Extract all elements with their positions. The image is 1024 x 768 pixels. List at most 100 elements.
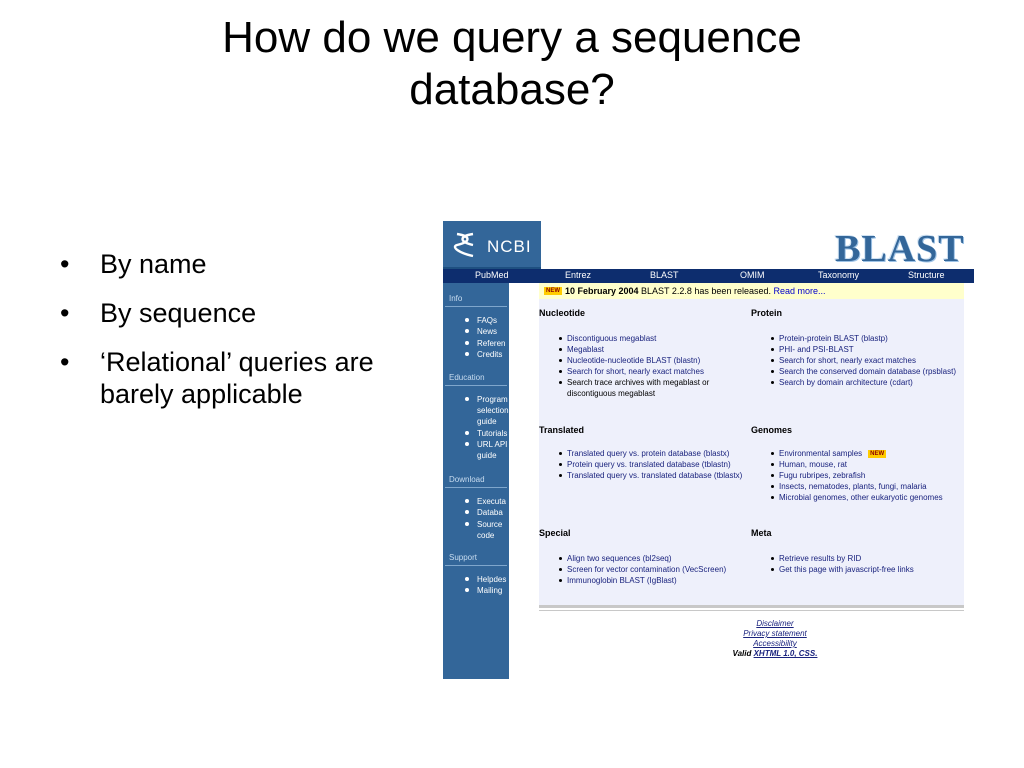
link-vecscreen[interactable]: Screen for vector contamination (VecScre… bbox=[539, 564, 749, 575]
link-short-exact-nucleotide[interactable]: Search for short, nearly exact matches bbox=[539, 366, 744, 377]
news-date: 10 February 2004 bbox=[565, 286, 639, 296]
link-trace-archives[interactable]: Search trace archives with megablast or … bbox=[539, 377, 744, 399]
bullet-icon bbox=[465, 588, 469, 592]
link-retrieve-rid[interactable]: Retrieve results by RID bbox=[751, 553, 961, 564]
link-tblastx[interactable]: Translated query vs. translated database… bbox=[539, 470, 749, 481]
section-title-protein: Protein bbox=[751, 308, 783, 318]
nav-taxonomy[interactable]: Taxonomy bbox=[818, 270, 860, 280]
read-more-link[interactable]: Read more... bbox=[773, 286, 826, 296]
link-human-mouse-rat[interactable]: Human, mouse, rat bbox=[751, 459, 966, 470]
nav-blast[interactable]: BLAST bbox=[650, 270, 679, 280]
slide-title-line-2: database? bbox=[409, 65, 615, 114]
link-microbial-genomes[interactable]: Microbial genomes, other eukaryotic geno… bbox=[751, 492, 966, 503]
valid-prefix: Valid bbox=[732, 649, 754, 658]
bullet-icon bbox=[465, 510, 469, 514]
sidebar bbox=[443, 221, 509, 679]
sidebar-item-faqs[interactable]: FAQs bbox=[477, 316, 498, 325]
link-tblastn[interactable]: Protein query vs. translated database (t… bbox=[539, 459, 749, 470]
section-title-meta: Meta bbox=[751, 528, 772, 538]
link-insects-nematodes[interactable]: Insects, nematodes, plants, fungi, malar… bbox=[751, 481, 966, 492]
divider bbox=[445, 487, 507, 488]
ncbi-logo[interactable]: NCBI bbox=[443, 221, 541, 269]
sidebar-item-databases[interactable]: Databa bbox=[477, 508, 503, 517]
sidebar-heading-education: Education bbox=[449, 373, 485, 382]
section-title-nucleotide: Nucleotide bbox=[539, 308, 586, 318]
sidebar-heading-download: Download bbox=[449, 475, 485, 484]
blast-logo: BLAST bbox=[835, 228, 965, 270]
meta-list: Retrieve results by RID Get this page wi… bbox=[751, 553, 961, 575]
nav-omim[interactable]: OMIM bbox=[740, 270, 765, 280]
blast-page-screenshot: NCBI BLAST PubMed Entrez BLAST OMIM Taxo… bbox=[443, 221, 974, 679]
main-content: NEW 10 February 2004 BLAST 2.2.8 has bee… bbox=[539, 283, 964, 605]
bullet-icon bbox=[465, 318, 469, 322]
sidebar-item-references[interactable]: Referen bbox=[477, 339, 506, 348]
sidebar-item-mailing[interactable]: Mailing bbox=[477, 586, 503, 595]
sidebar-item-program-selection-cont[interactable]: selection bbox=[477, 406, 509, 415]
divider bbox=[445, 385, 507, 386]
sidebar-item-helpdesk[interactable]: Helpdes bbox=[477, 575, 507, 584]
validation-line: Valid XHTML 1.0, CSS. bbox=[643, 649, 907, 659]
sidebar-item-source-code-cont[interactable]: code bbox=[477, 531, 495, 540]
sidebar-item-tutorials[interactable]: Tutorials bbox=[477, 429, 508, 438]
sidebar-item-url-api[interactable]: URL API bbox=[477, 440, 508, 449]
link-phi-psi-blast[interactable]: PHI- and PSI-BLAST bbox=[751, 344, 961, 355]
link-short-exact-protein[interactable]: Search for short, nearly exact matches bbox=[751, 355, 961, 366]
link-bl2seq[interactable]: Align two sequences (bl2seq) bbox=[539, 553, 749, 564]
divider bbox=[445, 565, 507, 566]
privacy-link[interactable]: Privacy statement bbox=[743, 629, 807, 638]
nav-structure[interactable]: Structure bbox=[908, 270, 945, 280]
disclaimer-link[interactable]: Disclaimer bbox=[756, 619, 794, 628]
bullet-item: ‘Relational’ queries are barely applicab… bbox=[60, 346, 430, 410]
sidebar-item-source-code[interactable]: Source bbox=[477, 520, 503, 529]
bullet-icon bbox=[465, 442, 469, 446]
bullet-icon bbox=[465, 522, 469, 526]
slide-title-line-1: How do we query a sequence bbox=[222, 13, 802, 62]
sidebar-item-news[interactable]: News bbox=[477, 327, 498, 336]
new-badge: NEW bbox=[868, 450, 887, 458]
nav-pubmed[interactable]: PubMed bbox=[475, 270, 509, 280]
sidebar-item-credits[interactable]: Credits bbox=[477, 350, 503, 359]
slide-title: How do we query a sequence database? bbox=[112, 12, 912, 116]
top-nav: PubMed Entrez BLAST OMIM Taxonomy Struct… bbox=[443, 269, 974, 283]
sidebar-heading-support: Support bbox=[449, 553, 478, 562]
sidebar-item-executables[interactable]: Executa bbox=[477, 497, 506, 506]
ncbi-logo-text: NCBI bbox=[487, 237, 532, 256]
sidebar-heading-info: Info bbox=[449, 294, 463, 303]
news-text: BLAST 2.2.8 has been released. bbox=[638, 286, 774, 296]
sidebar-item-program-selection-cont[interactable]: guide bbox=[477, 417, 497, 426]
valid-xhtml-css-link[interactable]: XHTML 1.0, CSS. bbox=[753, 649, 818, 658]
bullet-icon bbox=[465, 499, 469, 503]
sidebar-item-program-selection[interactable]: Program bbox=[477, 395, 508, 404]
sidebar-item-url-api-cont[interactable]: guide bbox=[477, 451, 497, 460]
link-blastn[interactable]: Nucleotide-nucleotide BLAST (blastn) bbox=[539, 355, 744, 366]
link-igblast[interactable]: Immunoglobin BLAST (IgBlast) bbox=[539, 575, 749, 586]
section-title-special: Special bbox=[539, 528, 571, 538]
link-blastp[interactable]: Protein-protein BLAST (blastp) bbox=[751, 333, 961, 344]
new-badge: NEW bbox=[544, 287, 562, 295]
link-javascript-free[interactable]: Get this page with javascript-free links bbox=[751, 564, 961, 575]
link-rpsblast[interactable]: Search the conserved domain database (rp… bbox=[751, 366, 961, 377]
bullet-item: By sequence bbox=[60, 297, 430, 329]
accessibility-link[interactable]: Accessibility bbox=[753, 639, 797, 648]
link-megablast[interactable]: Megablast bbox=[539, 344, 744, 355]
link-cdart[interactable]: Search by domain architecture (cdart) bbox=[751, 377, 961, 388]
nucleotide-list: Discontiguous megablast Megablast Nucleo… bbox=[539, 333, 744, 399]
bullet-icon bbox=[465, 577, 469, 581]
footer: Disclaimer Privacy statement Accessibili… bbox=[643, 619, 907, 659]
link-blastx[interactable]: Translated query vs. protein database (b… bbox=[539, 448, 749, 459]
divider bbox=[539, 605, 964, 608]
special-list: Align two sequences (bl2seq) Screen for … bbox=[539, 553, 749, 586]
section-title-genomes: Genomes bbox=[751, 425, 793, 435]
divider bbox=[539, 610, 964, 611]
bullet-icon bbox=[465, 341, 469, 345]
link-fugu-zebrafish[interactable]: Fugu rubripes, zebrafish bbox=[751, 470, 966, 481]
bullet-icon bbox=[465, 397, 469, 401]
bullet-icon bbox=[465, 329, 469, 333]
section-title-translated: Translated bbox=[539, 425, 585, 435]
link-discontiguous-megablast[interactable]: Discontiguous megablast bbox=[539, 333, 744, 344]
bullet-icon bbox=[465, 352, 469, 356]
news-banner: NEW 10 February 2004 BLAST 2.2.8 has bee… bbox=[539, 283, 964, 299]
nav-entrez[interactable]: Entrez bbox=[565, 270, 592, 280]
helix-icon bbox=[453, 232, 474, 258]
